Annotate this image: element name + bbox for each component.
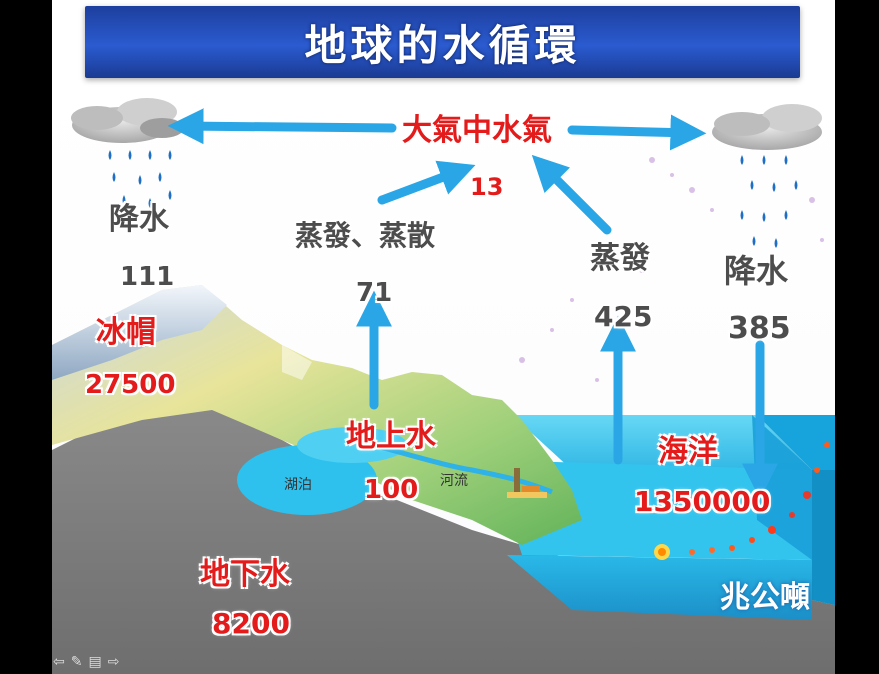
lake-label: 湖泊 <box>284 477 312 493</box>
ocean-evaporation-number: 425 <box>594 300 653 333</box>
arrow-ocean-evap-up <box>531 154 612 235</box>
arrow-atm-to-left-cloud <box>167 108 397 145</box>
arrows <box>167 108 778 500</box>
icecap-value: 27500 <box>85 370 176 400</box>
unit-label: 兆公噸 <box>720 580 810 615</box>
ocean-value: 1350000 <box>634 485 771 518</box>
groundwater-value: 8200 <box>212 607 290 640</box>
water-cycle-diagram <box>52 80 835 674</box>
icecap-label: 冰帽 <box>96 315 156 350</box>
river-label: 河流 <box>440 473 468 489</box>
precip-ocean-label: 降水 <box>724 252 789 290</box>
precip-ocean-value: 385 <box>728 311 791 346</box>
town <box>507 468 547 498</box>
mist-dots <box>519 157 824 382</box>
next-slide-icon[interactable]: ⇨ <box>107 654 120 670</box>
arrow-atm-to-right-cloud <box>567 114 707 151</box>
title-bar: 地球的水循環 <box>85 6 800 78</box>
prev-slide-icon[interactable]: ⇦ <box>53 654 65 670</box>
land-evaporation-label: 蒸發、蒸散 <box>295 219 436 252</box>
cloud-left <box>71 98 184 143</box>
surface-water-value: 100 <box>364 475 419 505</box>
land-evaporation-value: 71 <box>356 278 393 308</box>
arrow-land-evap-up <box>377 160 476 205</box>
cloud-right <box>712 104 822 150</box>
precip-land-label: 降水 <box>109 202 169 237</box>
pen-icon[interactable]: ✎ <box>70 654 83 670</box>
groundwater-label: 地下水 <box>200 557 290 592</box>
page-title: 地球的水循環 <box>304 20 581 70</box>
ocean <box>492 415 835 620</box>
volcanic-trail <box>654 442 830 560</box>
slide-nav: ⇦ ✎ ▤ ⇨ <box>53 653 143 671</box>
mountains <box>52 285 582 545</box>
menu-icon[interactable]: ▤ <box>88 654 102 670</box>
ocean-evaporation-label: 蒸發 <box>590 241 650 276</box>
atmosphere-label: 大氣中水氣 <box>402 113 552 148</box>
ocean-label: 海洋 <box>658 434 718 469</box>
precip-land-value: 111 <box>120 262 175 292</box>
surface-water-label: 地上水 <box>346 419 436 454</box>
atmosphere-value: 13 <box>470 173 504 201</box>
rain-left <box>108 150 172 208</box>
slide: 地球的水循環 大氣中水氣 13 蒸發、蒸散 71 蒸發 蒸發 425 降水 11… <box>52 0 835 674</box>
rain-right <box>740 155 798 248</box>
river <box>371 442 553 495</box>
